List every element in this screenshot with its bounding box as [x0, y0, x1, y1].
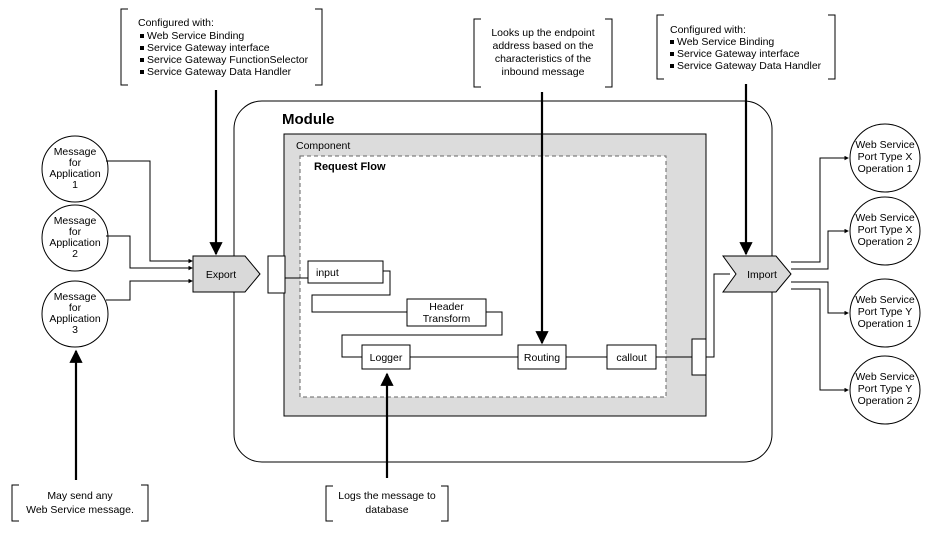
routing-note-callout: Looks up the endpoint address based on t… [473, 18, 613, 88]
component-label: Component [296, 140, 350, 152]
export-config-callout: Configured with: Web Service Binding Ser… [120, 8, 323, 86]
service-y-op2[interactable]: Web Service Port Type Y Operation 2 [849, 355, 921, 425]
routing-note-line4: inbound message [502, 66, 585, 78]
import-label: Import [747, 269, 777, 281]
node-header-transform-line1: Header [429, 301, 464, 313]
service-x-op1[interactable]: Web Service Port Type X Operation 1 [849, 123, 921, 193]
service-x-op1-line1: Web Service [855, 139, 914, 151]
export-terminal [267, 255, 286, 294]
import-config-heading: Configured with: [670, 24, 746, 36]
service-y-op1[interactable]: Web Service Port Type Y Operation 1 [849, 278, 921, 348]
logger-note-callout: Logs the message to database [325, 485, 449, 522]
service-x-op1-line3: Operation 1 [858, 163, 913, 175]
message-app-2-line2: for [69, 226, 82, 238]
import-config-item-2: Service Gateway interface [677, 48, 800, 60]
node-input[interactable]: input [307, 260, 384, 284]
message-app-2-line1: Message [54, 215, 97, 227]
logger-note-line1: Logs the message to [338, 490, 436, 502]
export-node[interactable]: Export [192, 255, 261, 293]
send-note-line2: Web Service message. [26, 504, 134, 516]
routing-note-line1: Looks up the endpoint [491, 27, 594, 39]
export-config-item-4: Service Gateway Data Handler [147, 66, 292, 78]
message-app-3-line3: Application [49, 313, 101, 325]
node-callout-label: callout [616, 352, 646, 364]
import-config-callout: Configured with: Web Service Binding Ser… [656, 14, 836, 80]
node-routing[interactable]: Routing [517, 344, 567, 370]
message-app-3[interactable]: Message for Application 3 [41, 280, 109, 348]
import-config-item-3: Service Gateway Data Handler [677, 60, 822, 72]
node-logger-label: Logger [370, 352, 403, 364]
export-config-heading: Configured with: [138, 17, 214, 29]
request-flow-label: Request Flow [314, 161, 386, 173]
import-terminal-connector [706, 273, 730, 358]
send-note-line1: May send any [47, 490, 113, 502]
export-config-item-2: Service Gateway interface [147, 42, 270, 54]
routing-note-line2: address based on the [493, 40, 594, 52]
service-x-op2[interactable]: Web Service Port Type X Operation 2 [849, 196, 921, 266]
flow-connectors [285, 270, 692, 358]
import-terminal [691, 338, 707, 376]
message-app-3-line4: 3 [72, 324, 78, 336]
message-connectors [106, 160, 193, 301]
message-app-3-line2: for [69, 302, 82, 314]
import-config-item-1: Web Service Binding [677, 36, 774, 48]
send-note-callout: May send any Web Service message. [11, 484, 149, 522]
node-header-transform[interactable]: Header Transform [406, 298, 487, 327]
node-logger[interactable]: Logger [361, 344, 411, 370]
message-app-1[interactable]: Message for Application 1 [41, 135, 109, 203]
service-x-op2-line3: Operation 2 [858, 236, 913, 248]
export-config-item-3: Service Gateway FunctionSelector [147, 54, 309, 66]
export-label: Export [206, 269, 236, 281]
node-header-transform-line2: Transform [423, 313, 471, 325]
module-label: Module [282, 111, 335, 128]
service-y-op2-line2: Port Type Y [858, 383, 912, 395]
service-connectors [791, 155, 849, 393]
routing-note-line3: characteristics of the [495, 53, 591, 65]
service-y-op1-line1: Web Service [855, 294, 914, 306]
message-app-1-line3: Application [49, 168, 101, 180]
message-app-2-line3: Application [49, 237, 101, 249]
message-app-1-line1: Message [54, 146, 97, 158]
message-app-1-line4: 1 [72, 179, 78, 191]
service-x-op2-line2: Port Type X [858, 224, 913, 236]
service-x-op1-line2: Port Type X [858, 151, 913, 163]
service-y-op1-line3: Operation 1 [858, 318, 913, 330]
message-app-1-line2: for [69, 157, 82, 169]
node-callout[interactable]: callout [606, 344, 657, 370]
message-app-3-line1: Message [54, 291, 97, 303]
service-y-op1-line2: Port Type Y [858, 306, 912, 318]
service-x-op2-line1: Web Service [855, 212, 914, 224]
node-routing-label: Routing [524, 352, 560, 364]
message-app-2[interactable]: Message for Application 2 [41, 204, 109, 272]
message-app-2-line4: 2 [72, 248, 78, 260]
service-y-op2-line1: Web Service [855, 371, 914, 383]
logger-note-line2: database [365, 504, 408, 516]
service-y-op2-line3: Operation 2 [858, 395, 913, 407]
node-input-label: input [316, 267, 339, 279]
import-node[interactable]: Import [722, 255, 792, 293]
export-config-item-1: Web Service Binding [147, 30, 244, 42]
